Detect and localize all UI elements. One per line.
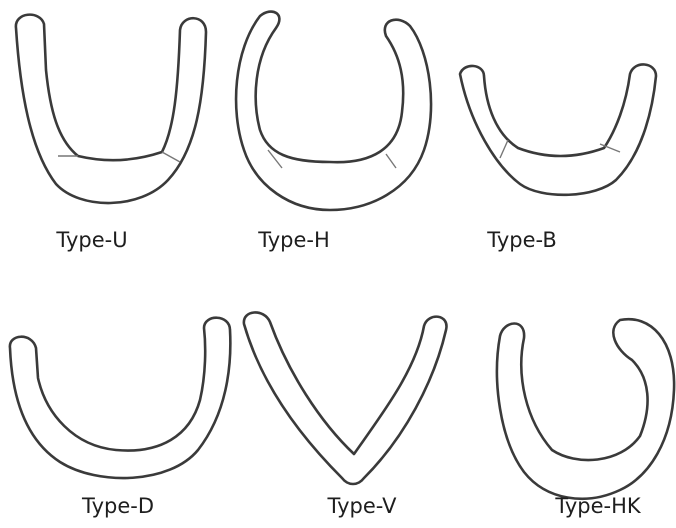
type-d-shape <box>10 318 230 478</box>
type-hk-label: Type-HK <box>555 494 640 518</box>
type-hk-shape <box>497 319 674 499</box>
type-v-shape <box>244 312 447 484</box>
type-h-label: Type-H <box>258 228 330 252</box>
type-u-label: Type-U <box>56 228 127 252</box>
type-b-shape <box>460 64 656 194</box>
type-b-label: Type-B <box>487 228 556 252</box>
type-d-label: Type-D <box>82 494 154 518</box>
type-h-shape <box>236 12 431 210</box>
type-u-shape <box>16 15 206 203</box>
type-v-label: Type-V <box>328 494 397 518</box>
